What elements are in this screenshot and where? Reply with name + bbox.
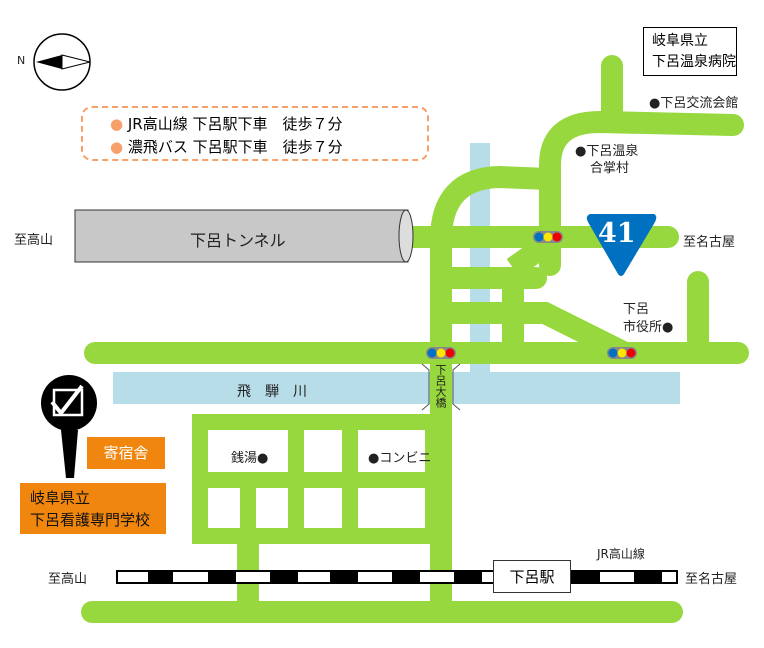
bridge-rail-right <box>452 363 461 411</box>
gassho-village-label: ●下呂温泉 <box>575 144 639 159</box>
bridge-label: 下呂大橋 <box>434 364 447 408</box>
gassho-village-label-2: 合掌村 <box>590 161 630 176</box>
access-info-frame <box>81 106 429 161</box>
direction-takayama-bottom: 至高山 <box>48 572 88 587</box>
compass-icon <box>33 33 91 91</box>
station-label: 下呂駅 <box>493 560 571 593</box>
bullet-icon: ● <box>110 115 124 133</box>
school-pin-icon <box>41 375 97 478</box>
route-shield-icon <box>586 214 657 276</box>
jr-line-label: JR高山線 <box>597 547 645 561</box>
road-diagonal <box>506 232 557 278</box>
road-to-cityhall <box>441 302 630 363</box>
direction-takayama-top: 至高山 <box>14 233 54 248</box>
road-hospital <box>539 110 744 276</box>
tunnel-label: 下呂トンネル <box>190 231 286 250</box>
hospital-label: 岐阜県立下呂温泉病院 <box>643 27 737 76</box>
dorm-label: 寄宿舎 <box>87 437 165 469</box>
route-number: 41 <box>598 218 636 249</box>
city-hall-label-2: 市役所● <box>623 320 674 335</box>
community-hall-label: ●下呂交流会館 <box>649 96 739 111</box>
direction-nagoya-top: 至名古屋 <box>683 235 736 250</box>
traffic-light <box>607 347 637 359</box>
traffic-light <box>533 231 563 243</box>
bullet-icon: ● <box>110 138 124 156</box>
direction-nagoya-bottom: 至名古屋 <box>685 572 738 587</box>
town-grid <box>192 414 441 544</box>
compass-north-label: N <box>17 54 26 67</box>
road-bridge-street <box>430 165 549 612</box>
access-item-jr: ● JR高山線 下呂駅下車 徒歩７分 <box>110 115 343 133</box>
access-info: ● JR高山線 下呂駅下車 徒歩７分 ● 濃飛バス 下呂駅下車 徒歩７分 <box>110 113 343 159</box>
school-label: 岐阜県立下呂看護専門学校 <box>20 483 166 534</box>
bridge-rail-left <box>421 363 430 411</box>
river-hida <box>113 372 680 404</box>
convenience-store-label: ●コンビニ <box>368 451 432 466</box>
tunnel-portal <box>398 209 414 263</box>
railway-track <box>148 571 662 583</box>
city-hall-label: 下呂 <box>623 302 650 317</box>
traffic-light <box>426 347 456 359</box>
bathhouse-label: 銭湯● <box>231 451 269 466</box>
river-label: 飛 騨 川 <box>237 384 307 400</box>
tunnel-body <box>74 209 409 263</box>
access-item-bus: ● 濃飛バス 下呂駅下車 徒歩７分 <box>110 138 343 156</box>
